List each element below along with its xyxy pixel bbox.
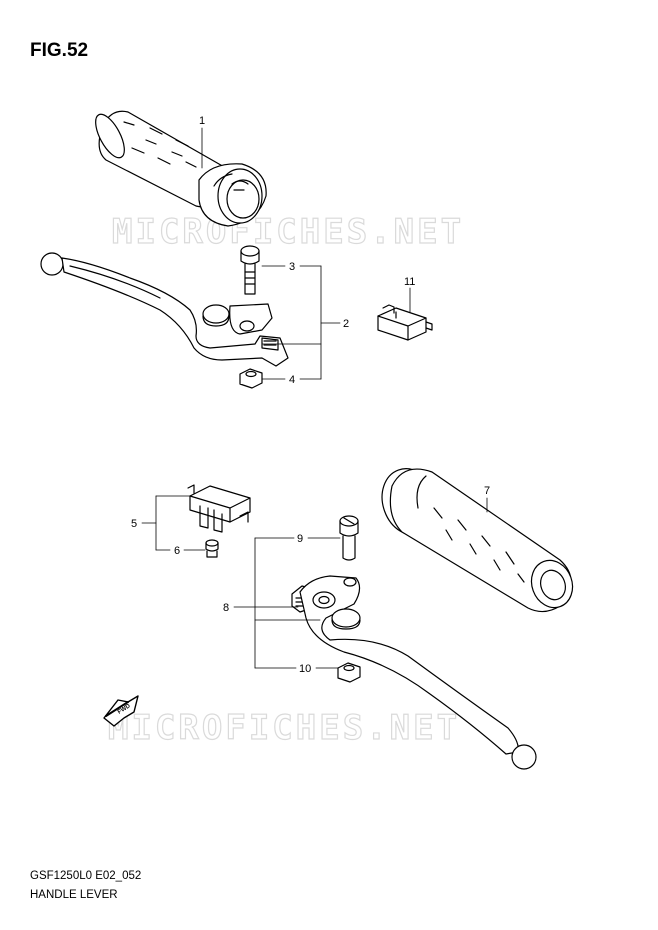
part-2-lever-upper[interactable] — [40, 252, 289, 367]
callout-1[interactable]: 1 — [199, 115, 205, 127]
part-3-bolt[interactable] — [240, 245, 260, 295]
part-8-lever-lower[interactable] — [291, 575, 537, 770]
watermark-bottom: MICROFICHES.NET — [107, 707, 461, 748]
callout-9[interactable]: 9 — [297, 533, 303, 545]
callout-8[interactable]: 8 — [223, 602, 229, 614]
model-code: GSF1250L0 E02_052 — [30, 870, 142, 882]
part-1-left-grip[interactable] — [90, 110, 267, 227]
section-name: HANDLE LEVER — [30, 889, 118, 901]
callout-4[interactable]: 4 — [289, 374, 295, 386]
fwd-direction-arrow: FWD — [103, 695, 139, 727]
callout-11[interactable]: 11 — [404, 276, 415, 288]
leader-lines — [141, 127, 488, 669]
part-6-screw[interactable] — [205, 539, 219, 558]
figure-title: FIG.52 — [30, 40, 89, 61]
part-5-switch[interactable] — [187, 484, 251, 533]
part-4-nut[interactable] — [239, 368, 263, 389]
callout-5[interactable]: 5 — [131, 518, 137, 530]
part-9-bolt[interactable] — [339, 515, 359, 561]
watermark-top: MICROFICHES.NET — [111, 211, 465, 252]
callout-2[interactable]: 2 — [343, 318, 349, 330]
callout-7[interactable]: 7 — [484, 485, 490, 497]
part-7-right-grip[interactable] — [373, 461, 579, 614]
part-11-switch[interactable] — [377, 304, 433, 341]
callout-10[interactable]: 10 — [299, 663, 311, 675]
callout-6[interactable]: 6 — [174, 545, 180, 557]
callout-3[interactable]: 3 — [289, 261, 295, 273]
part-10-nut[interactable] — [337, 662, 361, 683]
